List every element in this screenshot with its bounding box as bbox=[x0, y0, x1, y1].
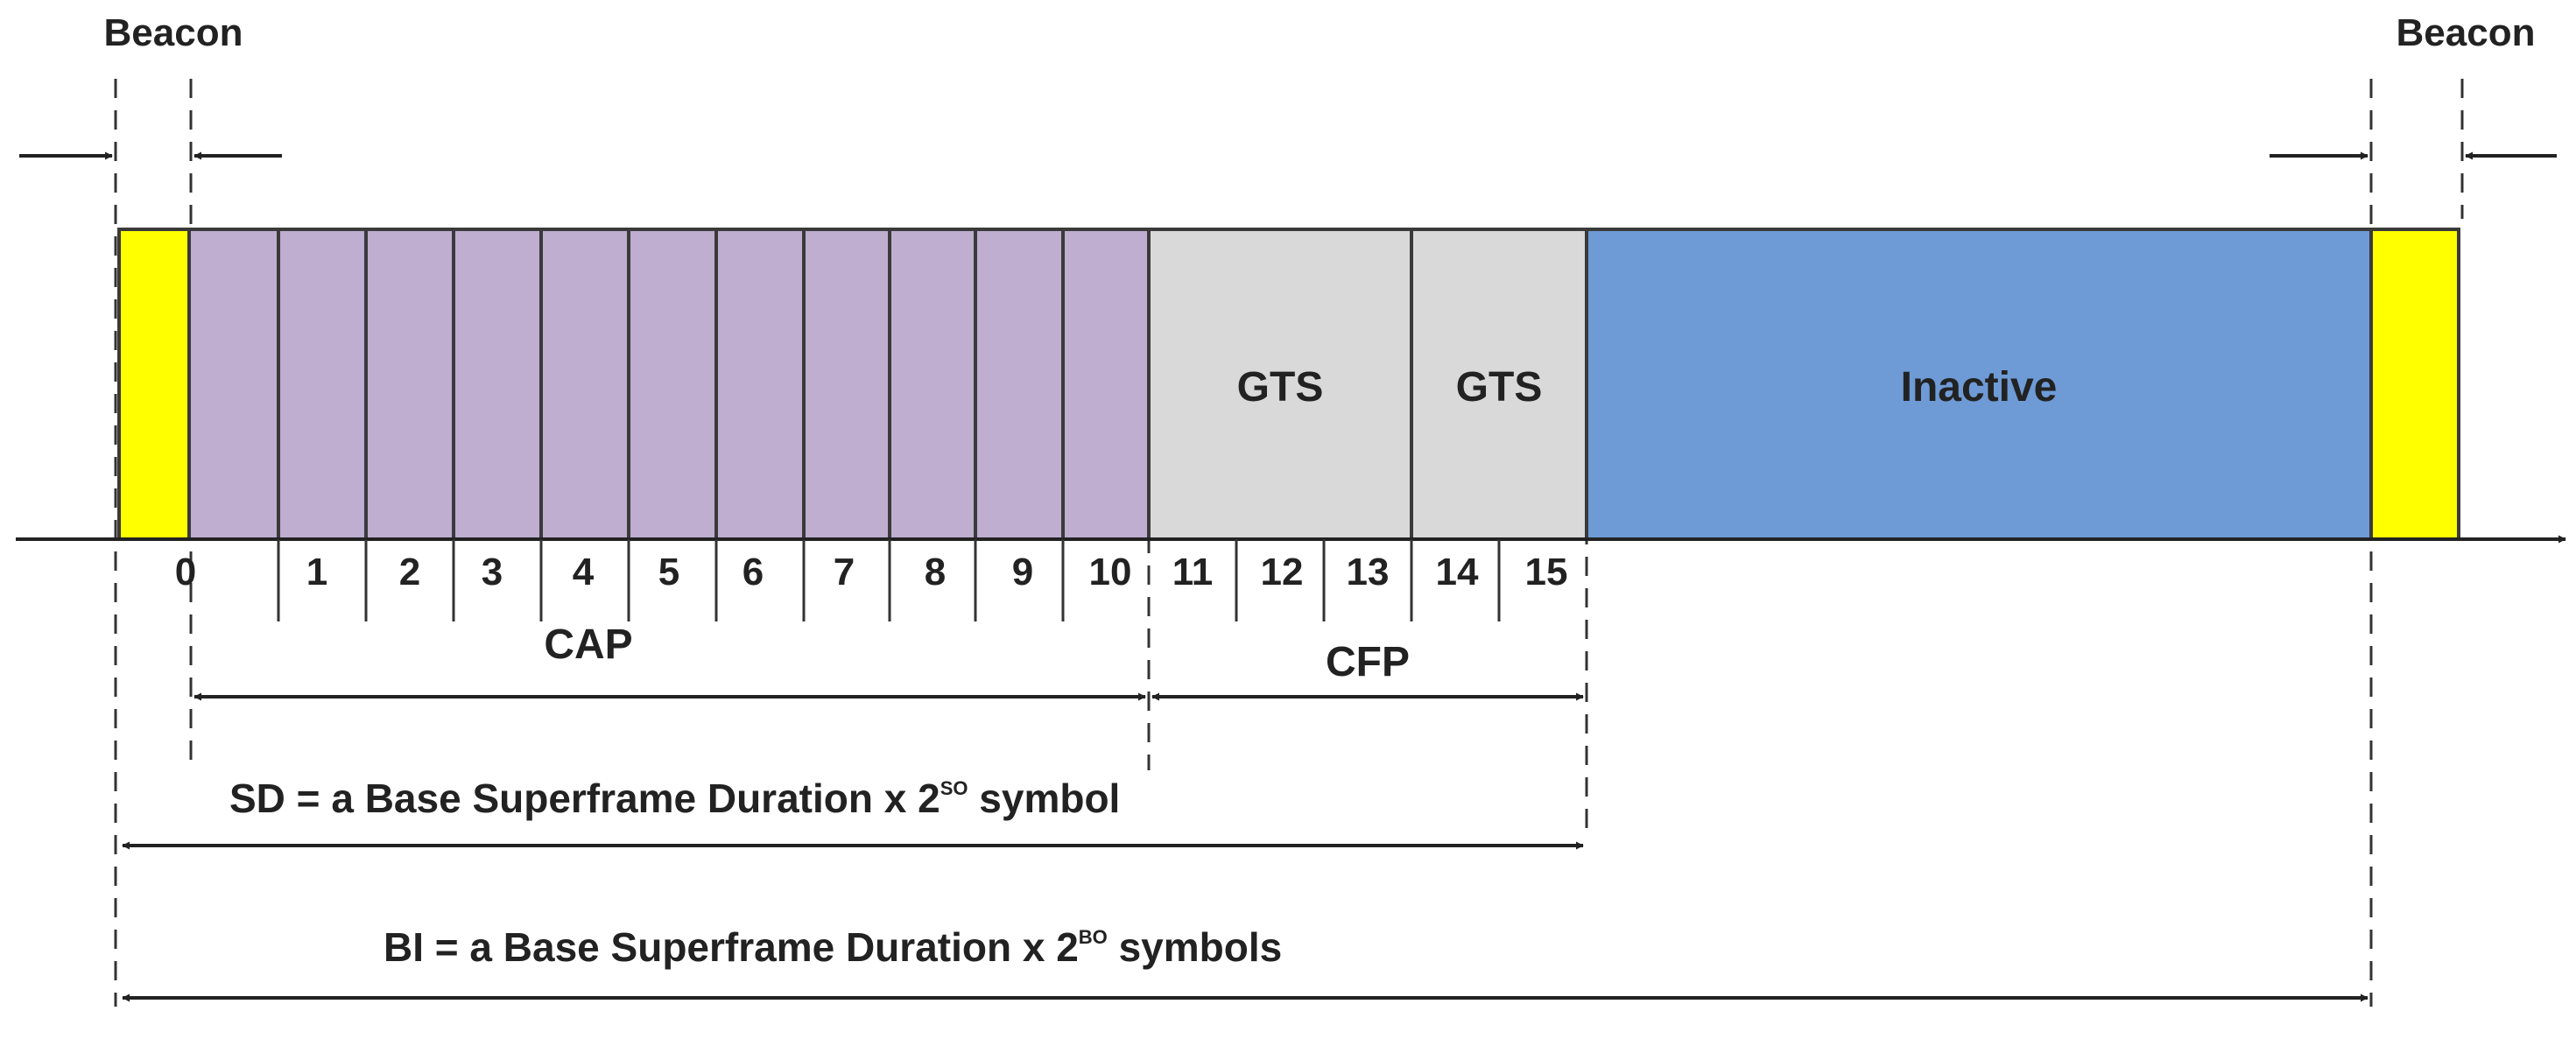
slot-number: 4 bbox=[573, 551, 595, 593]
beacon-label-left: Beacon bbox=[104, 11, 243, 54]
sd-formula: SD = a Base Superframe Duration x 2SO sy… bbox=[229, 776, 1120, 821]
beacon-block-left bbox=[117, 228, 191, 541]
beacon-label-right: Beacon bbox=[2397, 11, 2536, 54]
inactive-block bbox=[1585, 228, 2373, 541]
slot-number: 12 bbox=[1261, 551, 1304, 593]
slot-number-labels: 0 1 2 3 4 5 6 7 8 9 10 11 12 13 14 15 bbox=[175, 551, 1568, 593]
bi-formula-suffix: symbols bbox=[1108, 924, 1282, 970]
slot-ticks bbox=[277, 539, 1501, 621]
cfp-label: CFP bbox=[1326, 639, 1410, 685]
dashed-guides bbox=[114, 79, 2464, 1007]
slot-number: 8 bbox=[925, 551, 946, 593]
slot-number: 10 bbox=[1089, 551, 1132, 593]
slot-number: 5 bbox=[658, 551, 679, 593]
gts-label-2: GTS bbox=[1456, 364, 1543, 411]
slot-number: 11 bbox=[1172, 551, 1214, 593]
beacon-block-right bbox=[2369, 228, 2460, 541]
cap-slot-dividers bbox=[277, 229, 1065, 539]
gts-block-2 bbox=[1410, 228, 1588, 541]
sd-formula-suffix: symbol bbox=[968, 776, 1121, 821]
cap-block bbox=[187, 228, 1151, 541]
slot-number: 15 bbox=[1525, 551, 1568, 593]
bi-formula-prefix: BI = a Base Superframe Duration x 2 bbox=[384, 924, 1079, 970]
gts-label-1: GTS bbox=[1237, 364, 1324, 411]
cap-label: CAP bbox=[544, 621, 632, 668]
sd-formula-exponent: SO bbox=[940, 777, 968, 799]
slot-number: 7 bbox=[834, 551, 855, 593]
sd-formula-prefix: SD = a Base Superframe Duration x 2 bbox=[229, 776, 940, 821]
slot-number: 3 bbox=[482, 551, 503, 593]
bi-formula-exponent: BO bbox=[1079, 926, 1108, 948]
slot-number: 9 bbox=[1012, 551, 1033, 593]
slot-number: 6 bbox=[743, 551, 764, 593]
slot-number: 0 bbox=[175, 551, 196, 593]
slot-number: 1 bbox=[306, 551, 327, 593]
slot-number: 2 bbox=[399, 551, 420, 593]
slot-number: 14 bbox=[1436, 551, 1479, 593]
bi-formula: BI = a Base Superframe Duration x 2BO sy… bbox=[384, 924, 1282, 970]
slot-number: 13 bbox=[1347, 551, 1390, 593]
inactive-label: Inactive bbox=[1901, 364, 2058, 411]
